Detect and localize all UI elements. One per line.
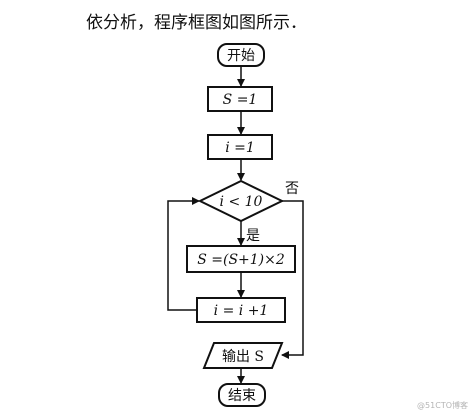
increment-node: i = i +1 (196, 297, 286, 323)
init-s-label: S =1 (223, 92, 258, 108)
end-label: 结束 (228, 388, 256, 404)
init-s-node: S =1 (207, 86, 273, 112)
condition-node: i < 10 (197, 179, 285, 223)
output-node: 输出 S (202, 342, 284, 369)
process-node: S =(S+1)×2 (186, 245, 296, 273)
init-i-label: i =1 (225, 140, 255, 156)
increment-label: i = i +1 (214, 303, 269, 319)
start-node: 开始 (217, 43, 265, 67)
intro-text: 依分析，程序框图如图所示． (86, 13, 307, 33)
end-node: 结束 (218, 383, 266, 407)
label-no: 否 (285, 181, 299, 197)
arrow-loop-back (167, 197, 200, 311)
label-yes: 是 (246, 228, 260, 244)
init-i-node: i =1 (207, 134, 273, 160)
process-label: S =(S+1)×2 (197, 252, 285, 268)
condition-label: i < 10 (220, 194, 263, 210)
output-label: 输出 S (222, 349, 264, 365)
start-label: 开始 (227, 48, 255, 64)
watermark: @51CTO博客 (417, 401, 468, 410)
arrow-no-to-output (281, 200, 304, 359)
